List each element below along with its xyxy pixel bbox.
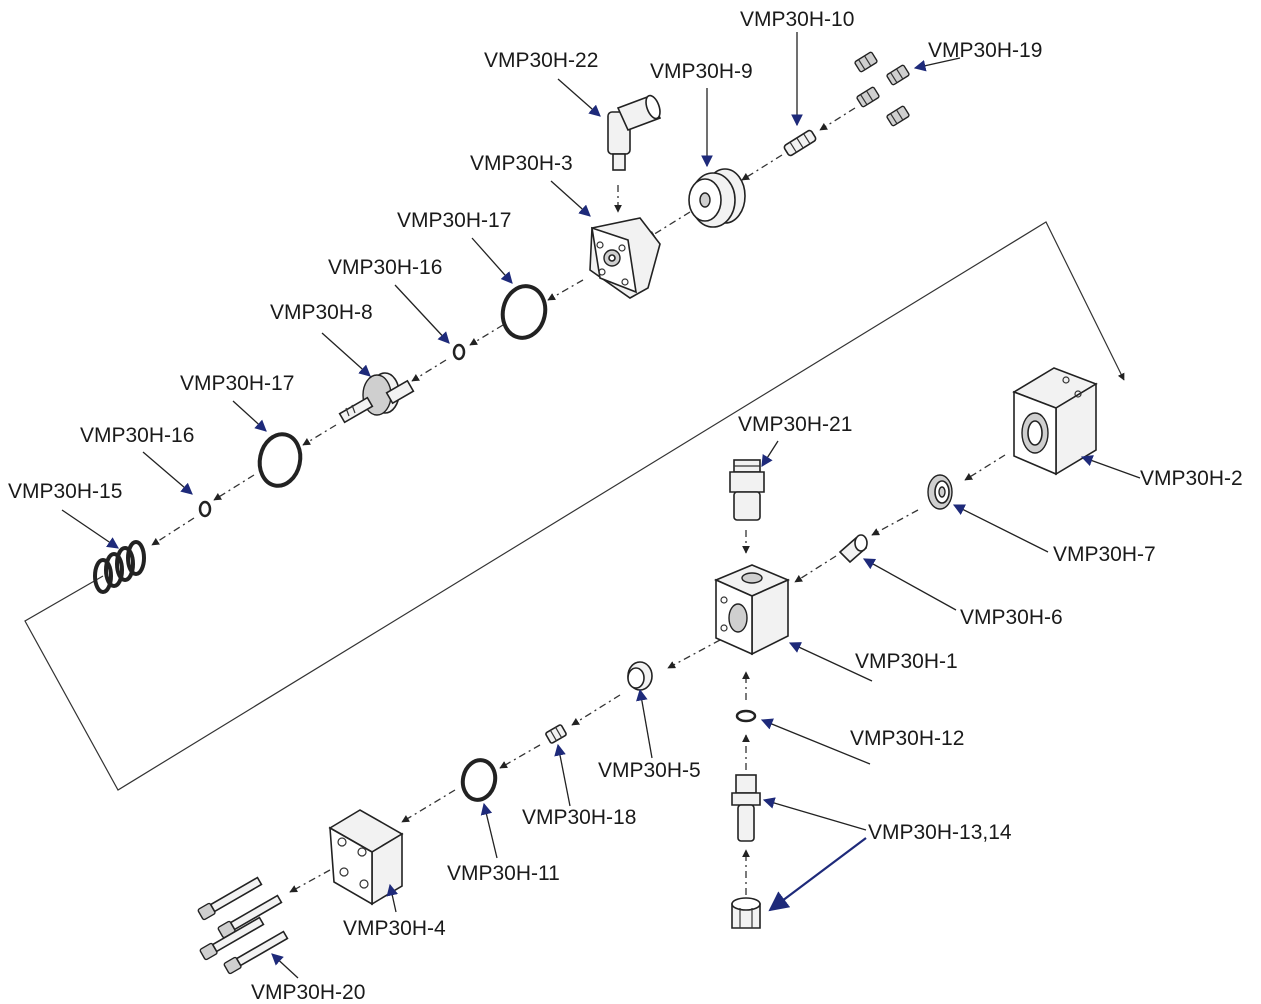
label-vmp30h-2: VMP30H-2	[1140, 467, 1243, 490]
label-vmp30h-16-lower: VMP30H-16	[80, 424, 194, 447]
part-vmp30h-20-bolts	[197, 876, 289, 975]
label-vmp30h-20: VMP30H-20	[251, 981, 365, 1004]
label-vmp30h-6: VMP30H-6	[960, 606, 1063, 629]
part-vmp30h-10	[783, 129, 817, 157]
label-vmp30h-11: VMP30H-11	[447, 862, 560, 885]
assembly-loop-line	[24, 221, 1125, 791]
label-vmp30h-3: VMP30H-3	[470, 152, 573, 175]
label-vmp30h-16-upper: VMP30H-16	[328, 256, 442, 279]
part-vmp30h-21	[729, 459, 765, 521]
part-vmp30h-6	[838, 534, 868, 564]
part-labels: VMP30H-10 VMP30H-19 VMP30H-22 VMP30H-9 V…	[8, 8, 1243, 1004]
part-vmp30h-16-upper	[452, 343, 466, 361]
label-vmp30h-1: VMP30H-1	[855, 650, 958, 673]
part-vmp30h-1	[713, 564, 791, 656]
assembly-flow-lines	[151, 107, 1006, 895]
label-vmp30h-21: VMP30H-21	[738, 413, 852, 436]
label-vmp30h-13-14: VMP30H-13,14	[868, 821, 1012, 844]
part-vmp30h-2	[1012, 367, 1098, 476]
label-vmp30h-19: VMP30H-19	[928, 39, 1042, 62]
part-vmp30h-12	[735, 709, 757, 723]
part-vmp30h-17-upper	[500, 284, 548, 340]
label-vmp30h-8: VMP30H-8	[270, 301, 373, 324]
part-vmp30h-9	[688, 168, 746, 228]
label-vmp30h-12: VMP30H-12	[850, 727, 964, 750]
label-vmp30h-5: VMP30H-5	[598, 759, 701, 782]
label-vmp30h-9: VMP30H-9	[650, 60, 753, 83]
part-vmp30h-22	[607, 94, 662, 171]
part-vmp30h-5	[627, 661, 653, 691]
label-vmp30h-22: VMP30H-22	[484, 49, 598, 72]
part-vmp30h-8	[338, 372, 415, 424]
callout-arrows	[61, 32, 1141, 979]
part-vmp30h-17-lower	[257, 432, 303, 488]
part-vmp30h-11	[460, 758, 498, 802]
label-vmp30h-4: VMP30H-4	[343, 917, 446, 940]
part-vmp30h-7	[927, 474, 953, 510]
part-vmp30h-3	[589, 217, 661, 299]
label-vmp30h-15: VMP30H-15	[8, 480, 122, 503]
label-vmp30h-17-lower: VMP30H-17	[180, 372, 294, 395]
label-vmp30h-10: VMP30H-10	[740, 8, 854, 31]
label-vmp30h-7: VMP30H-7	[1053, 543, 1156, 566]
part-vmp30h-19-screws	[854, 51, 910, 127]
label-vmp30h-17-upper: VMP30H-17	[397, 209, 511, 232]
part-vmp30h-16-lower	[198, 500, 212, 518]
part-vmp30h-18	[545, 724, 567, 744]
part-vmp30h-13	[731, 774, 761, 842]
part-vmp30h-15-spring	[93, 540, 146, 594]
part-vmp30h-14	[731, 897, 761, 929]
label-vmp30h-18: VMP30H-18	[522, 806, 636, 829]
